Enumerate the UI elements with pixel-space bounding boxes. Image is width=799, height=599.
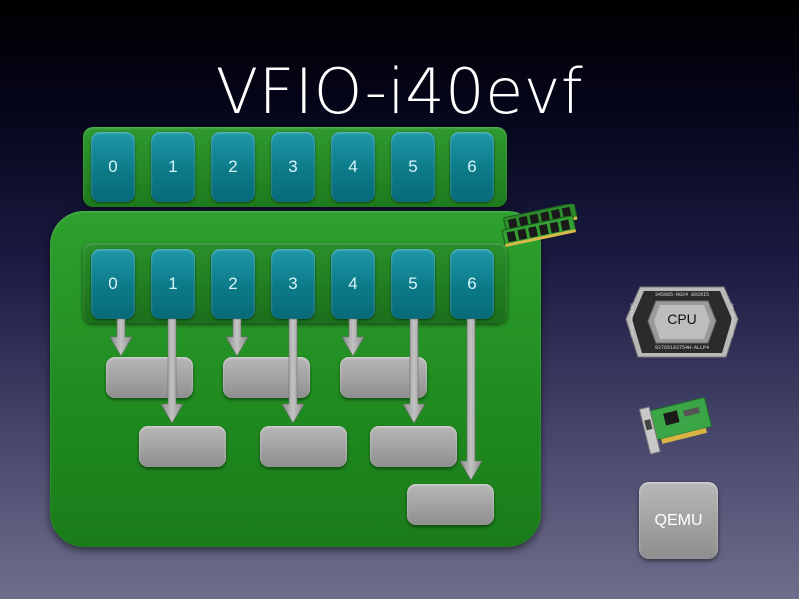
process-block-1 xyxy=(106,357,193,398)
ram-icon xyxy=(501,204,578,248)
cpu-top-text: 345085-0024 8929I5 xyxy=(654,292,709,298)
qemu-box: QEMU xyxy=(639,482,718,559)
process-block-7 xyxy=(407,484,494,525)
inner-queue-6: 6 xyxy=(450,249,494,319)
top-queue-5: 5 xyxy=(391,132,435,202)
top-queue-0: 0 xyxy=(91,132,135,202)
top-queue-2: 2 xyxy=(211,132,255,202)
cpu-bottom-text: 92765103754H-ALLP4 xyxy=(654,345,709,351)
inner-queue-1: 1 xyxy=(151,249,195,319)
process-block-3 xyxy=(340,357,427,398)
inner-queue-5: 5 xyxy=(391,249,435,319)
inner-queue-3: 3 xyxy=(271,249,315,319)
cpu-left-text: DC 93270461-58 xyxy=(631,303,635,337)
cpu-right-text: AHL-0902461-58 xyxy=(729,303,733,337)
inner-queue-2: 2 xyxy=(211,249,255,319)
top-queue-6: 6 xyxy=(450,132,494,202)
process-block-4 xyxy=(139,426,226,467)
nic-card-icon xyxy=(638,397,712,455)
top-queue-4: 4 xyxy=(331,132,375,202)
process-block-2 xyxy=(223,357,310,398)
cpu-icon: CPU 345085-0024 8929I5 92765103754H-ALLP… xyxy=(622,283,742,361)
top-queue-3: 3 xyxy=(271,132,315,202)
cpu-label: CPU xyxy=(667,311,697,327)
process-block-5 xyxy=(260,426,347,467)
page-title: VFIO-i40evf xyxy=(215,55,584,128)
process-block-6 xyxy=(370,426,457,467)
inner-queue-0: 0 xyxy=(91,249,135,319)
top-queue-1: 1 xyxy=(151,132,195,202)
inner-queue-4: 4 xyxy=(331,249,375,319)
